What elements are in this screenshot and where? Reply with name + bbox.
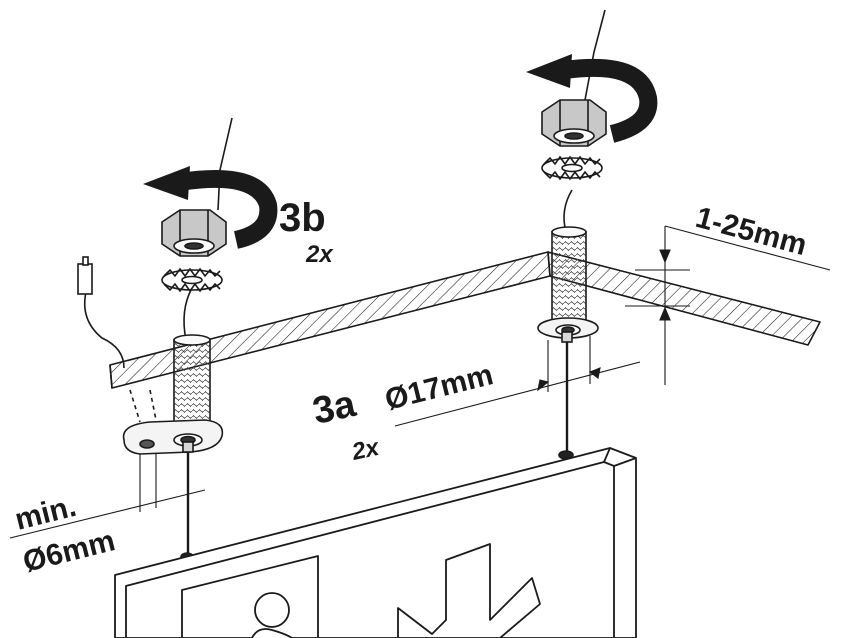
left-drill-guide xyxy=(129,389,141,423)
left-flange-hole xyxy=(139,439,155,449)
left-mount-assembly xyxy=(77,117,278,562)
right-mount-assembly xyxy=(526,9,658,460)
sign-arrow-icon xyxy=(397,543,541,638)
diameter-17mm-label: Ø17mm xyxy=(382,358,497,417)
left-connector-cable xyxy=(83,291,125,369)
ceiling-edge-right xyxy=(547,251,821,346)
left-flange-plate xyxy=(122,419,224,455)
right-threaded-sleeve xyxy=(551,231,587,328)
step-3a-label: 3a xyxy=(309,383,360,433)
step-3b-count: 2x xyxy=(305,241,334,268)
left-wire-mid xyxy=(183,287,193,341)
ceiling-panel xyxy=(109,251,821,389)
min-label: min. xyxy=(12,490,80,537)
right-rotate-arrow-icon xyxy=(526,54,658,143)
left-threaded-sleeve xyxy=(173,339,211,426)
left-washer-icon xyxy=(161,267,223,293)
exit-sign xyxy=(114,447,637,638)
left-nut-icon xyxy=(161,209,227,257)
right-wire-top xyxy=(584,9,606,101)
dimension-lines xyxy=(9,225,831,539)
running-man-head-icon xyxy=(254,592,290,628)
right-wire-mid xyxy=(563,189,573,233)
right-nut-icon xyxy=(541,99,607,147)
left-rotate-arrow-icon xyxy=(143,166,278,249)
step-3b-label: 3b xyxy=(279,196,326,240)
connector-icon xyxy=(77,263,93,295)
running-man-body-icon xyxy=(251,628,293,638)
left-wire-top xyxy=(217,117,233,211)
step-3a-count: 2x xyxy=(349,434,383,467)
right-washer-icon xyxy=(541,155,603,181)
thickness-label: 1-25mm xyxy=(692,201,810,262)
